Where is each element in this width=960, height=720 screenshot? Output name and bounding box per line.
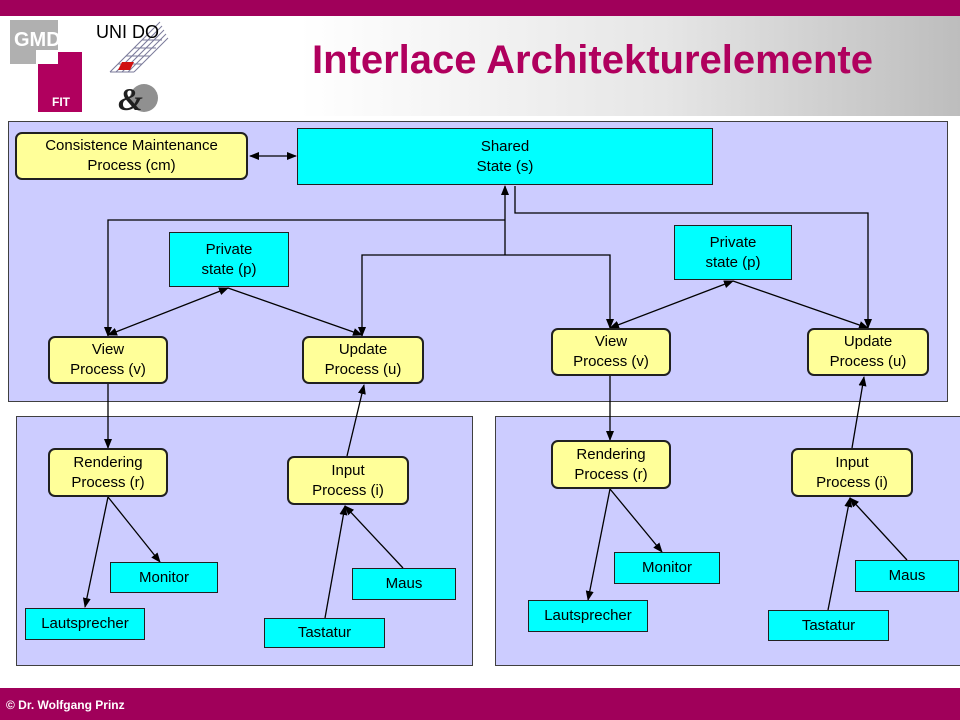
right-lautsprecher: Lautsprecher xyxy=(528,600,648,632)
right-rendering-line1: Rendering xyxy=(576,445,646,463)
left-maus: Maus xyxy=(352,568,456,600)
page-title: Interlace Architekturelemente xyxy=(312,38,873,82)
right-monitor: Monitor xyxy=(614,552,720,584)
right-maus-label: Maus xyxy=(888,567,926,584)
left-rendering-line2: Process (r) xyxy=(71,473,145,491)
left-view-line1: View xyxy=(91,341,125,358)
right-tastatur-label: Tastatur xyxy=(801,616,856,634)
ampersand-logo: & xyxy=(118,81,158,117)
left-private-line1: Private xyxy=(205,240,253,258)
cm-line2: Process (cm) xyxy=(87,157,176,174)
right-tastatur: Tastatur xyxy=(768,610,889,641)
left-input-line2: Process (i) xyxy=(312,481,384,499)
left-input-line1: Input xyxy=(331,461,365,479)
right-input-line1: Input xyxy=(835,453,869,471)
fit-logo-text: FIT xyxy=(52,95,71,109)
right-rendering-line2: Process (r) xyxy=(574,465,648,483)
left-tastatur-label: Tastatur xyxy=(297,624,352,641)
top-bar xyxy=(0,0,960,16)
left-update-line2: Process (u) xyxy=(324,361,402,378)
cm-line1: Consistence Maintenance xyxy=(45,137,218,154)
left-update-line1: Update xyxy=(338,341,388,358)
right-update-line2: Process (u) xyxy=(829,353,907,370)
right-view-line2: Process (v) xyxy=(573,353,649,370)
shared-state-line1: Shared xyxy=(480,137,530,155)
right-update-line1: Update xyxy=(843,333,893,350)
left-lautsprecher-label: Lautsprecher xyxy=(41,615,129,632)
header-background xyxy=(300,16,960,116)
footer-copyright: © Dr. Wolfgang Prinz xyxy=(6,698,125,712)
left-lautsprecher: Lautsprecher xyxy=(25,608,145,640)
left-private-state: Private state (p) xyxy=(169,232,289,287)
right-maus: Maus xyxy=(855,560,959,592)
right-lautsprecher-label: Lautsprecher xyxy=(544,607,632,624)
right-private-line1: Private xyxy=(709,233,757,251)
left-private-line2: state (p) xyxy=(201,260,257,278)
left-maus-label: Maus xyxy=(385,575,423,592)
gmd-logo-text: GMD xyxy=(14,29,61,51)
right-view-line1: View xyxy=(594,333,628,350)
left-rendering-line1: Rendering xyxy=(73,453,143,471)
right-private-state: Private state (p) xyxy=(674,225,792,280)
right-monitor-label: Monitor xyxy=(641,559,693,576)
ampersand-logo-text: & xyxy=(118,81,143,117)
uni-do-logo-text: UNI DO xyxy=(96,22,159,42)
right-private-line2: state (p) xyxy=(705,253,761,271)
left-view-line2: Process (v) xyxy=(70,361,146,378)
shared-state-line2: State (s) xyxy=(476,157,534,175)
left-monitor-label: Monitor xyxy=(138,568,190,586)
gmd-fit-logo: GMD FIT xyxy=(10,20,82,112)
left-tastatur: Tastatur xyxy=(264,618,385,648)
right-input-line2: Process (i) xyxy=(816,473,888,491)
uni-do-logo: UNI DO xyxy=(96,21,169,73)
footer-bar xyxy=(0,688,960,720)
left-monitor: Monitor xyxy=(110,562,218,593)
